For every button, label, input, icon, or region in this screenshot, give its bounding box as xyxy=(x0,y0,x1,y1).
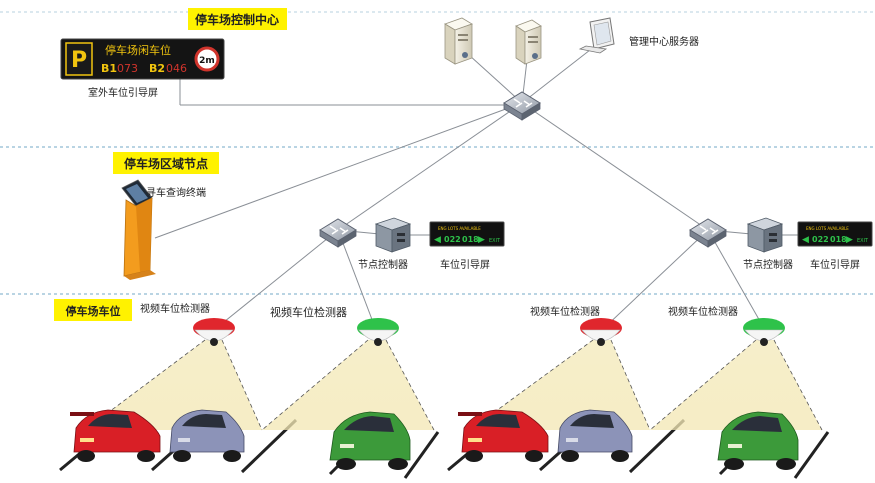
zone-label-area-node: 停车场区域节点 xyxy=(113,152,219,174)
car-red-2-icon xyxy=(458,409,549,462)
outdoor-screen-b2-label: B2 xyxy=(149,62,165,75)
node-controller-1-caption: 节点控制器 xyxy=(358,258,408,271)
zone-label-control-center-text: 停车场控制中心 xyxy=(195,12,279,27)
outdoor-screen-caption: 室外车位引导屏 xyxy=(88,86,158,99)
node-guidance-screen-2: ENG LOTS AVAILABLE ◀ 022 018 ▶ EXIT xyxy=(797,221,873,247)
server-caption: 管理中心服务器 xyxy=(629,35,699,48)
video-detector-green-2-icon xyxy=(743,318,785,346)
node-switch-2-icon xyxy=(689,218,727,248)
kiosk-caption: 寻车查询终端 xyxy=(146,186,206,199)
outdoor-guidance-screen: P 停车场闲车位 B1 073 B2 046 2m xyxy=(60,38,225,80)
detection-beams xyxy=(85,340,822,430)
server-tower-2-icon xyxy=(515,19,542,65)
height-limit-icon xyxy=(194,46,220,72)
arrow-left-icon: ◀ xyxy=(434,235,441,245)
core-switch-icon xyxy=(503,91,541,121)
node-screen-2-left-value: 022 xyxy=(812,235,829,244)
zone-label-area-node-text: 停车场区域节点 xyxy=(124,156,208,171)
detector-caption-1: 视频车位检测器 xyxy=(140,302,210,315)
parking-p-icon: P xyxy=(71,48,87,73)
node-screen-1-exit: EXIT xyxy=(489,238,501,244)
zone-dividers xyxy=(0,11,875,295)
zone-label-parking-space-text: 停车场车位 xyxy=(66,304,121,318)
node-controller-2-caption: 节点控制器 xyxy=(743,258,793,271)
node-screen-2-right-value: 018 xyxy=(830,235,847,244)
node-screen-1-right-value: 018 xyxy=(462,235,479,244)
node-screen-1-header: ENG LOTS AVAILABLE xyxy=(438,226,481,231)
arrow-left-icon: ◀ xyxy=(802,235,809,245)
outdoor-screen-title: 停车场闲车位 xyxy=(105,43,171,57)
node-screen-1-left-value: 022 xyxy=(444,235,461,244)
arrow-right-icon: ▶ xyxy=(478,235,485,245)
node-controller-1-icon xyxy=(374,217,412,253)
node-controller-2-icon xyxy=(746,217,784,253)
car-green-1-icon xyxy=(329,411,411,470)
search-kiosk-icon xyxy=(121,179,156,280)
detector-caption-2: 视频车位检测器 xyxy=(270,305,347,319)
node-switch-1-icon xyxy=(319,218,357,248)
height-limit-text: 2m xyxy=(199,56,215,66)
car-red-1-icon xyxy=(70,409,161,462)
network-links xyxy=(154,49,804,331)
car-green-2-icon xyxy=(717,411,799,470)
server-monitor-icon xyxy=(578,17,615,54)
video-detector-red-1-icon xyxy=(193,318,235,346)
node-screen-2-header: ENG LOTS AVAILABLE xyxy=(806,226,849,231)
zone-label-parking-space: 停车场车位 xyxy=(54,299,132,321)
video-detector-green-1-icon xyxy=(357,318,399,346)
car-blue-2-icon xyxy=(557,409,633,462)
node-screen-2-caption: 车位引导屏 xyxy=(810,258,860,271)
detector-caption-3: 视频车位检测器 xyxy=(530,305,600,318)
node-screen-2-exit: EXIT xyxy=(857,238,869,244)
outdoor-screen-b1-label: B1 xyxy=(101,62,117,75)
server-tower-1-icon xyxy=(444,17,473,65)
detector-caption-4: 视频车位检测器 xyxy=(668,305,738,318)
node-guidance-screen-1: ENG LOTS AVAILABLE ◀ 022 018 ▶ EXIT xyxy=(429,221,505,247)
outdoor-screen-b2-value: 046 xyxy=(166,62,187,75)
zone-label-control-center: 停车场控制中心 xyxy=(188,8,287,30)
outdoor-screen-b1-value: 073 xyxy=(117,62,138,75)
car-blue-1-icon xyxy=(169,409,245,462)
arrow-right-icon: ▶ xyxy=(846,235,853,245)
detection-beam-edges xyxy=(84,339,823,431)
node-screen-1-caption: 车位引导屏 xyxy=(440,258,490,271)
video-detector-red-2-icon xyxy=(580,318,622,346)
